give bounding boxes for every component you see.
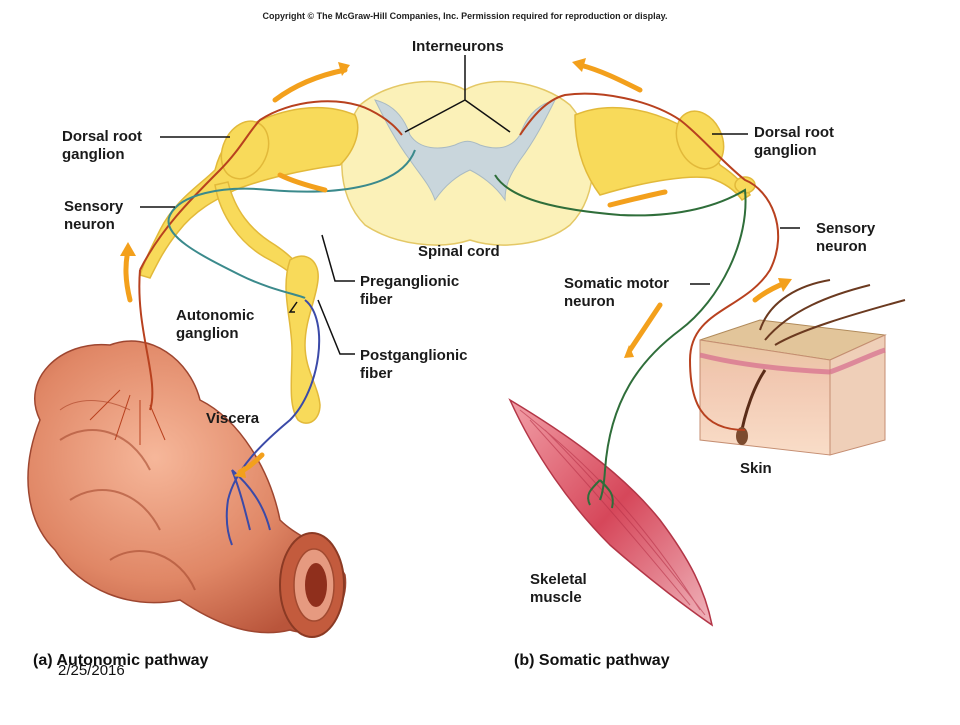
label-dorsal-root-ganglion-left: Dorsal root ganglion xyxy=(62,128,143,163)
caption-b-letter: (b) xyxy=(514,652,535,669)
label-sensory-neuron-left: Sensory neuron xyxy=(64,198,124,233)
label-postganglionic-fiber: Postganglionic fiber xyxy=(360,347,468,382)
postganglionic-fiber-path xyxy=(225,299,321,546)
caption-a: (a) Autonomic pathway xyxy=(33,652,208,670)
label-skeletal-muscle: Skeletal muscle xyxy=(530,571,587,606)
caption-b: (b) Somatic pathway xyxy=(514,652,670,670)
caption-b-text: Somatic pathway xyxy=(538,652,670,669)
label-skin: Skin xyxy=(740,460,772,477)
flow-arrows xyxy=(120,58,792,478)
label-spinal-cord: Spinal cord xyxy=(418,243,500,260)
preganglionic-fiber-path xyxy=(167,149,416,299)
label-somatic-motor-neuron: Somatic motor neuron xyxy=(564,275,670,310)
label-autonomic-ganglion: Autonomic ganglion xyxy=(176,307,255,342)
caption-a-text: Autonomic pathway xyxy=(56,652,209,669)
leader-lines xyxy=(140,55,800,355)
slide-date: 2/25/2016 xyxy=(58,662,125,679)
sensory-neuron-right-fiber xyxy=(519,92,780,431)
label-viscera: Viscera xyxy=(206,410,260,427)
sensory-neuron-left-fiber xyxy=(139,100,403,271)
label-interneurons: Interneurons xyxy=(412,38,504,55)
interneurons-leader xyxy=(404,55,511,133)
skin-illustration xyxy=(699,279,906,456)
intestine-illustration xyxy=(27,340,347,638)
label-preganglionic-fiber: Preganglionic fiber xyxy=(360,273,460,308)
spinal-cord xyxy=(341,80,594,246)
neuron-fibers xyxy=(138,92,780,546)
somatic-motor-fiber-path xyxy=(494,174,747,501)
label-dorsal-root-ganglion-right: Dorsal root ganglion xyxy=(754,124,835,159)
label-sensory-neuron-right: Sensory neuron xyxy=(816,220,876,255)
copyright-notice: Copyright © The McGraw-Hill Companies, I… xyxy=(262,11,668,21)
skeletal-muscle-illustration xyxy=(508,398,714,627)
caption-a-letter: (a) xyxy=(33,652,53,669)
